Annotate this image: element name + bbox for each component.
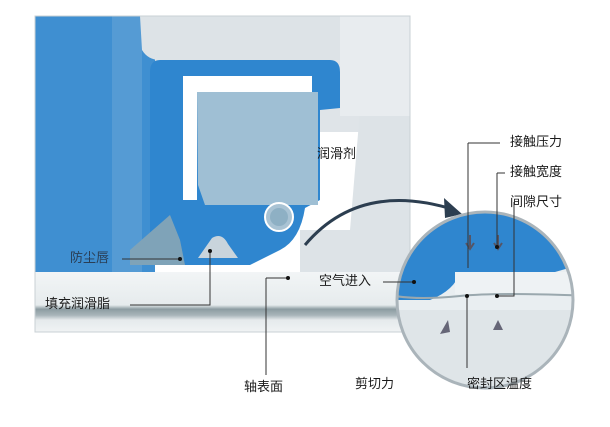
leader-lines	[122, 142, 515, 375]
magnified-seal-zone	[395, 210, 575, 390]
label-dust-lip: 防尘唇	[70, 251, 110, 266]
label-seal-zone-temperature: 密封区温度	[467, 377, 533, 392]
label-gap-size: 间隙尺寸	[510, 195, 563, 210]
label-shaft-surface: 轴表面	[244, 380, 284, 395]
label-filled-grease: 填充润滑脂	[45, 297, 111, 312]
shaft	[35, 272, 410, 332]
label-lubricant: 润滑剂	[317, 147, 357, 162]
metal-insert	[183, 76, 312, 200]
label-contact-pressure: 接触压力	[510, 135, 563, 150]
filled-grease-pocket	[198, 236, 238, 258]
cross-section	[34, 15, 411, 333]
leader-dots	[178, 245, 499, 298]
dust-lip-area	[130, 215, 185, 265]
arrow-head	[444, 198, 462, 218]
label-contact-width: 接触宽度	[510, 165, 563, 180]
lubricant-cavity	[197, 92, 318, 205]
magnify-arrow	[303, 199, 456, 246]
label-shear-force: 剪切力	[355, 377, 395, 392]
label-air-entry: 空气进入	[319, 274, 372, 289]
